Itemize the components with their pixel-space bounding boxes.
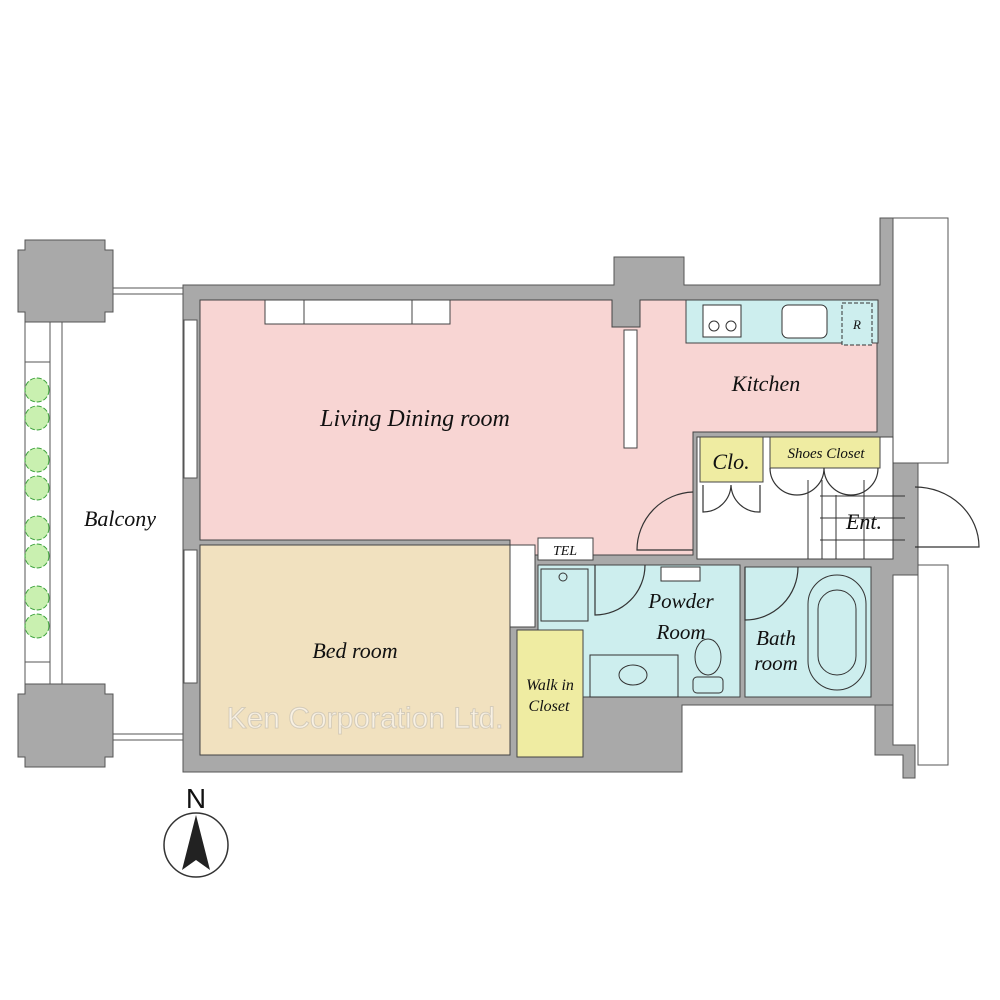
- bedroom-label: Bed room: [312, 638, 397, 663]
- refrigerator-space: [841, 302, 873, 346]
- stove-icon: [702, 304, 742, 338]
- compass-label: N: [186, 783, 206, 814]
- toilet-icon: [694, 638, 722, 676]
- shower-tray: [540, 568, 589, 622]
- plant-icon: [24, 613, 50, 639]
- refrigerator-label: R: [852, 317, 861, 332]
- room-living-dining: [199, 299, 878, 556]
- entrance-tiles: [807, 480, 905, 559]
- powder-room-label-2: Room: [656, 620, 706, 644]
- basin-icon: [618, 664, 648, 686]
- closet-label: Clo.: [712, 449, 749, 474]
- shoes-closet-doors: [769, 467, 879, 496]
- shoes-closet: [769, 436, 881, 469]
- tel-box: [537, 537, 594, 561]
- powder-room-door[interactable]: [594, 564, 646, 616]
- walk-in-closet: [516, 629, 584, 758]
- window-bay-inner: [303, 299, 413, 325]
- door-swing: [636, 491, 694, 551]
- closet: [699, 436, 764, 483]
- front-door[interactable]: [914, 486, 980, 548]
- plant-icon: [24, 585, 50, 611]
- plant-icon: [24, 377, 50, 403]
- plant-icon: [24, 543, 50, 569]
- planters: [24, 377, 50, 639]
- bathroom-label-2: room: [754, 651, 798, 675]
- plant-icon: [24, 405, 50, 431]
- walk-in-closet-label-1: Walk in: [526, 677, 574, 694]
- vanity: [589, 654, 679, 698]
- north-arrow-icon: [182, 815, 210, 870]
- shelf: [660, 566, 701, 582]
- balcony-label: Balcony: [84, 506, 156, 531]
- tel-label: TEL: [553, 544, 577, 559]
- entrance-label: Ent.: [845, 509, 882, 534]
- balcony-column-bottom: [17, 683, 114, 768]
- plant-icon: [24, 447, 50, 473]
- sink-icon: [781, 304, 828, 339]
- storage-niche: [509, 544, 536, 628]
- room-bedroom: [199, 544, 511, 756]
- north-compass: N: [163, 783, 229, 878]
- plant-icon: [24, 475, 50, 501]
- watermark: Ken Corporation Ltd.: [227, 702, 504, 735]
- west-windows: [183, 319, 198, 684]
- shoes-closet-label: Shoes Closet: [787, 446, 865, 462]
- bathroom-label-1: Bath: [756, 626, 796, 650]
- closet-doors: [702, 484, 761, 513]
- bathroom-door[interactable]: [744, 566, 799, 621]
- bathtub-icon: [807, 574, 867, 691]
- plant-icon: [24, 515, 50, 541]
- partition-wall: [623, 329, 638, 449]
- corridor-structure: [874, 217, 949, 779]
- powder-room-label-1: Powder: [647, 589, 714, 613]
- living-dining-label: Living Dining room: [319, 406, 510, 432]
- kitchen-label: Kitchen: [731, 371, 800, 396]
- balcony-column-top: [17, 239, 114, 323]
- walk-in-closet-label-2: Closet: [529, 698, 570, 715]
